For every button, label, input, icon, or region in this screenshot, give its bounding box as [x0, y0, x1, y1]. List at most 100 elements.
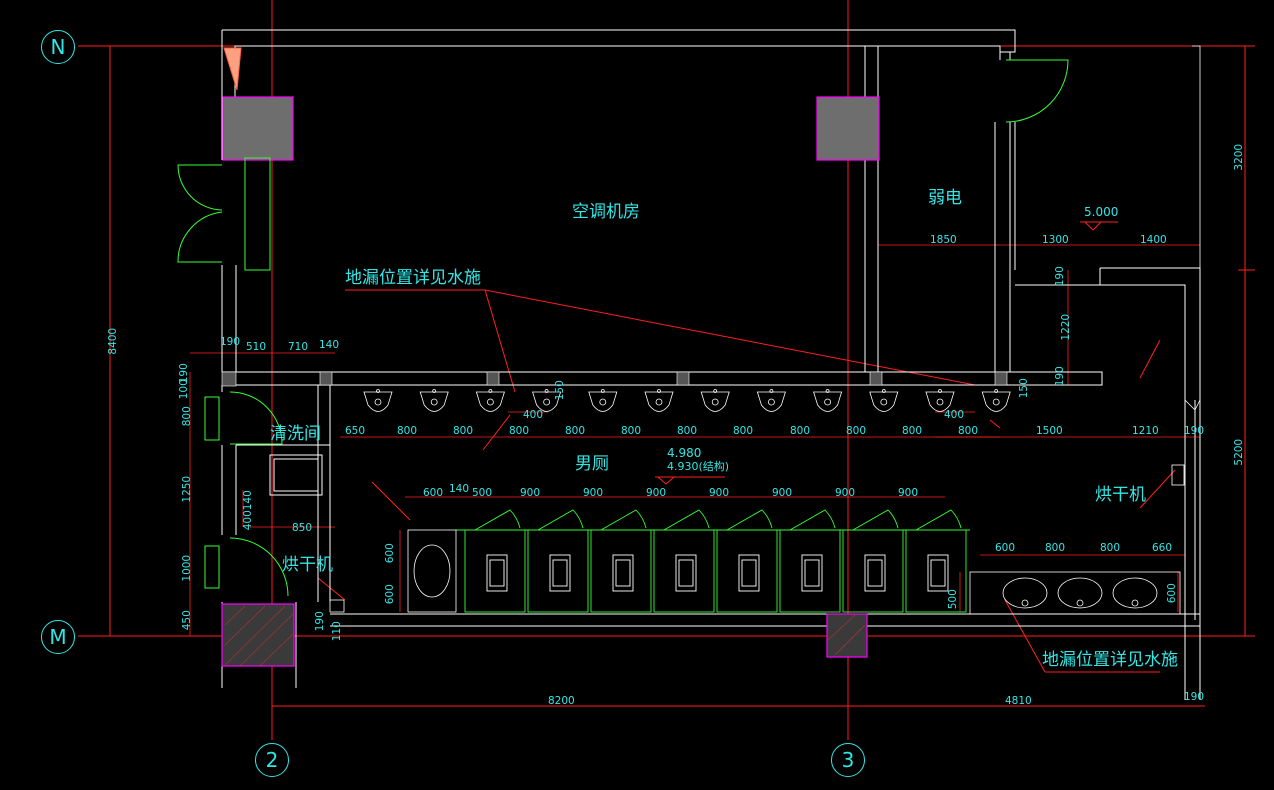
dim-1210: 1210 — [1132, 425, 1159, 437]
dim-900-1: 900 — [520, 487, 541, 499]
dim-800-7: 800 — [733, 425, 754, 437]
small-columns — [221, 371, 1008, 387]
dim-900-5: 900 — [772, 487, 793, 499]
dim-850: 850 — [292, 522, 313, 534]
level-mark-4930: 4.930(结构) — [667, 460, 730, 473]
dim-600-lav: 600 — [995, 542, 1016, 554]
urinal — [756, 389, 786, 412]
corner-marker — [223, 47, 242, 91]
dim-800-9: 800 — [846, 425, 867, 437]
dim-140: 140 — [319, 339, 340, 351]
dim-510: 510 — [246, 341, 267, 353]
toilet-stall — [653, 509, 715, 613]
dim-500-stall: 500 — [472, 487, 493, 499]
dim-800-lav-b: 800 — [1100, 542, 1121, 554]
dim-190-right: 190 — [1184, 425, 1205, 437]
dim-190-r-a: 190 — [1053, 266, 1066, 287]
floor-drain-note-top: 地漏位置详见水施 — [345, 268, 481, 288]
toilet-stall — [590, 509, 652, 613]
hand-dryer-left-label: 烘干机 — [282, 555, 333, 575]
dim-800-1: 800 — [397, 425, 418, 437]
toilet-stall — [842, 509, 904, 613]
dim-800-8: 800 — [790, 425, 811, 437]
dim-400b: 400 — [944, 409, 965, 421]
dim-8400: 8400 — [107, 327, 120, 355]
dim-900-7: 900 — [898, 487, 919, 499]
column-hatch — [224, 605, 866, 667]
dim-1400: 1400 — [1140, 234, 1167, 246]
room-weak-current: 弱电 — [928, 188, 962, 208]
dim-600-sink-a: 600 — [383, 543, 396, 564]
urinal — [363, 389, 393, 412]
floor-drain-note-bottom: 地漏位置详见水施 — [1042, 650, 1178, 670]
dim-800-3: 800 — [509, 425, 530, 437]
columns — [221, 96, 880, 667]
dim-800-4: 800 — [565, 425, 586, 437]
urinal — [700, 389, 730, 412]
dim-5200: 5200 — [1233, 438, 1246, 466]
urinal — [925, 389, 955, 412]
dim-190-l: 190 — [177, 363, 190, 384]
toilet-stall — [905, 509, 967, 613]
urinal — [869, 389, 899, 412]
dim-1220: 1220 — [1060, 313, 1073, 341]
toilet-stall — [779, 509, 841, 613]
dim-900-4: 900 — [709, 487, 730, 499]
lavatory-counter — [329, 399, 1201, 615]
dim-140-stall: 140 — [449, 483, 470, 495]
dim-110-bottom-l: 110 — [330, 621, 343, 642]
dim-1250-l: 1250 — [181, 475, 194, 503]
dim-190-r-b: 190 — [1053, 366, 1066, 387]
urinal — [588, 389, 618, 412]
axis-bubble-m: M — [41, 620, 75, 654]
toilet-stall — [464, 509, 526, 613]
dim-900-6: 900 — [835, 487, 856, 499]
dim-500-stall-v: 500 — [946, 589, 959, 610]
dim-800-11: 800 — [958, 425, 979, 437]
toilet-stall — [716, 509, 778, 613]
wash-basin — [1057, 577, 1103, 609]
dim-800-2: 800 — [453, 425, 474, 437]
urinal — [981, 389, 1011, 412]
dim-600-lav-v: 600 — [1165, 583, 1178, 604]
dim-190-bottom-l: 190 — [313, 611, 326, 632]
doors — [177, 59, 1069, 597]
dim-150-r: 150 — [1017, 378, 1030, 399]
dim-1850: 1850 — [930, 234, 957, 246]
toilet-stall — [527, 509, 589, 613]
room-ac-room: 空调机房 — [572, 202, 640, 222]
urinal — [475, 389, 505, 412]
dim-450-l: 450 — [180, 610, 193, 631]
dim-140-c: 140 — [241, 490, 254, 511]
urinal — [532, 389, 562, 412]
axis-bubble-n: N — [41, 30, 75, 64]
dim-400a: 400 — [523, 409, 544, 421]
urinal — [419, 389, 449, 412]
dim-600-stall: 600 — [423, 487, 444, 499]
dim-1500: 1500 — [1036, 425, 1063, 437]
hand-dryer-right-label: 烘干机 — [1095, 485, 1146, 505]
top-right-notch — [1192, 45, 1201, 270]
dim-660-lav: 660 — [1152, 542, 1173, 554]
wash-basin — [1002, 577, 1048, 609]
dim-900-3: 900 — [646, 487, 667, 499]
dim-190: 190 — [220, 336, 241, 348]
axis-bubble-3: 3 — [831, 743, 865, 777]
dim-800-10: 800 — [902, 425, 923, 437]
dim-600-sink-b: 600 — [383, 584, 396, 605]
dim-710: 710 — [288, 341, 309, 353]
dim-800-6: 800 — [677, 425, 698, 437]
urinal — [644, 389, 674, 412]
dim-150-uri: 150 — [553, 380, 566, 401]
dimension-lines — [189, 244, 1200, 636]
urinal — [813, 389, 843, 412]
room-cleaning: 清洗间 — [270, 424, 321, 444]
axis-bubble-2: 2 — [255, 743, 289, 777]
toilet-stalls — [456, 509, 970, 613]
level-mark-5000: 5.000 — [1084, 205, 1119, 219]
dim-4810: 4810 — [1005, 695, 1032, 707]
walls — [221, 29, 1201, 700]
dim-190-bottom: 190 — [1184, 691, 1205, 703]
dim-800-lav-a: 800 — [1045, 542, 1066, 554]
